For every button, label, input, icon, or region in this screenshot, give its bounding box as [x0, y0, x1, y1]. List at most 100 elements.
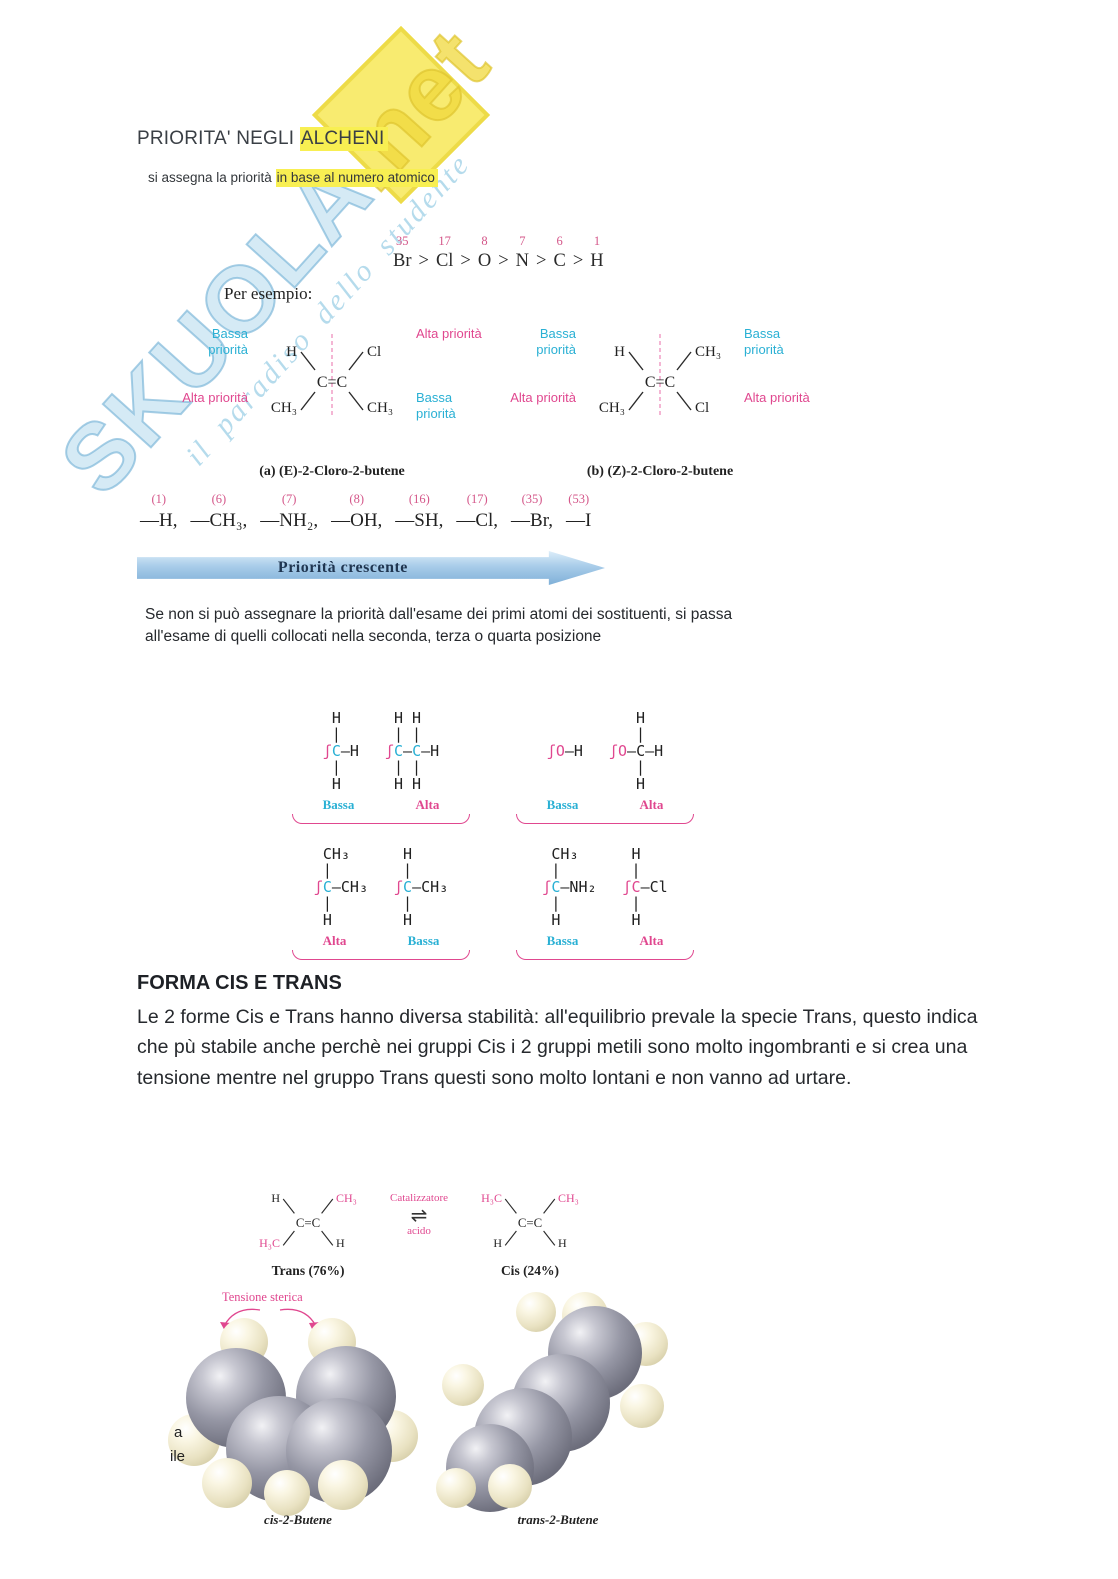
substituent-group: —H,: [140, 510, 178, 531]
atomic-number: 1: [593, 234, 601, 248]
bond-bars: |: [608, 758, 646, 777]
example-label: Per esempio:: [224, 284, 313, 303]
skeletal-structure: C=C H CH₃ CH₃ Cl: [599, 334, 721, 416]
top-atoms: H: [322, 708, 341, 727]
substituent-group: —I: [566, 510, 592, 531]
subtitle: si assegna la priorità in base al numero…: [148, 169, 438, 187]
skeletal-structure: C=C H₃C CH₃ H H: [481, 1191, 579, 1250]
catalyst-word: Catalizzatore: [389, 1192, 449, 1204]
atom: O: [555, 741, 565, 760]
bond-bars: |: [542, 894, 561, 913]
bond-bars: |: [622, 894, 641, 913]
priority-word: Bassa: [322, 797, 355, 812]
substituent-structure: CH₃ | ʃC—NH₂ | H: [542, 846, 596, 929]
atom: —: [403, 741, 413, 760]
atomic-number: 7: [519, 234, 526, 248]
bond-squiggle: ʃ: [608, 741, 618, 760]
atom: C: [394, 741, 404, 760]
top-atoms: CH₃: [542, 844, 579, 863]
atom-label: Cl: [367, 344, 381, 360]
note-paragraph: Se non si può assegnare la priorità dall…: [145, 604, 732, 649]
skeletal-structure: C=C H CH₃ H₃C H: [259, 1191, 357, 1250]
atom: C: [403, 877, 413, 896]
atom-label: H₃C: [259, 1236, 280, 1250]
structure-caption: (a) (E)-2-Cloro-2-butene: [259, 464, 405, 479]
hydrogen-sphere: [620, 1384, 664, 1428]
comparison-pair: H | ʃC—H | H H H | | ʃC—C—H | | H H: [292, 708, 470, 824]
bottom-atoms: H H: [384, 774, 422, 793]
top-atoms: H H: [384, 708, 422, 727]
priority-word: Alta: [415, 797, 440, 812]
atom-label: CH₃: [695, 344, 721, 360]
section-heading: FORMA CIS E TRANS: [137, 972, 342, 994]
element-symbol: C: [553, 251, 566, 271]
hydrogen-sphere: [442, 1364, 484, 1406]
note-line: all'esame di quelli collocati nella seco…: [145, 628, 602, 646]
element-symbol: Br: [393, 251, 412, 271]
margin-fragment: ile: [170, 1448, 186, 1465]
substituent-structure: H | ʃC—CH₃ | H: [394, 846, 448, 929]
hydrogen-sphere: [202, 1458, 252, 1508]
title-highlighted: ALCHENI: [299, 127, 388, 151]
atom-label: CH₃: [336, 1191, 357, 1205]
gt-sign: >: [572, 251, 584, 271]
trans-structure: C=C H CH₃ H₃C H Trans (76%): [243, 1170, 373, 1279]
structure-z-2-cloro-2-butene: Bassa priorità Bassa priorità Alta prior…: [510, 316, 810, 480]
substituent-structure: H | ʃC—Cl | H: [623, 846, 668, 929]
atom-label: CH₃: [558, 1191, 579, 1205]
substituent-structure: H | ʃC—H | H: [323, 710, 359, 793]
structure-caption: Trans (76%): [271, 1263, 345, 1278]
bottom-atoms: H: [542, 910, 561, 929]
priority-word: Alta: [639, 797, 664, 812]
bond-squiggle: ʃ: [622, 877, 632, 896]
bond-bars: |: [313, 894, 332, 913]
top-atoms: H: [608, 708, 646, 727]
group-number: (7): [281, 492, 297, 506]
element-symbol: Cl: [435, 251, 454, 271]
priority-label: Alta priorità: [510, 390, 576, 405]
priority-label: Bassa priorità: [536, 326, 576, 358]
bond-bars: | |: [384, 725, 422, 744]
group-number: (8): [349, 492, 364, 506]
atom: —Cl: [640, 877, 668, 896]
structure-caption: Cis (24%): [500, 1263, 560, 1278]
hydrogen-sphere: [488, 1464, 532, 1508]
subtitle-plain: si assegna la priorità: [148, 170, 276, 185]
atom-label: H: [493, 1236, 502, 1250]
comparison-pair: CH₃ | ʃC—NH₂ | H H | ʃC—Cl | H: [516, 844, 694, 960]
atom: —CH₃: [331, 877, 368, 896]
bond-squiggle: ʃ: [322, 741, 332, 760]
bond-bars: |: [322, 725, 341, 744]
priority-label: Alta priorità: [416, 326, 482, 341]
atom-label: H: [336, 1236, 345, 1250]
comparison-bracket: [292, 814, 470, 824]
arrow-label: Priorità crescente: [277, 559, 408, 576]
substituent-group: —CH₃,: [190, 510, 248, 531]
gt-sign: >: [536, 251, 547, 271]
atom: C: [412, 741, 422, 760]
priority-label: Bassa priorità: [744, 326, 784, 358]
equilibrium-figure: C=C H CH₃ H₃C H Trans (76%) Catalizzator…: [243, 1170, 595, 1279]
substituent-group: —SH,: [395, 510, 444, 531]
atom: C: [636, 741, 646, 760]
atom: —H: [564, 741, 583, 760]
increasing-priority-arrow: Priorità crescente: [137, 551, 605, 585]
priority-label: Alta priorità: [182, 390, 248, 405]
atom-label: Cl: [695, 400, 709, 416]
atom: C: [331, 741, 341, 760]
group-number: (1): [151, 492, 167, 506]
priority-word: Bassa: [546, 933, 579, 948]
bottom-atoms: H: [322, 774, 341, 793]
atom: —H: [340, 741, 359, 760]
structure-caption: (b) (Z)-2-Cloro-2-butene: [586, 464, 734, 479]
atom-label: H₃C: [481, 1191, 502, 1205]
cis-structure: C=C H₃C CH₃ H H Cis (24%): [465, 1170, 595, 1279]
comparison-pair: CH₃ | ʃC—CH₃ | H H | ʃC—CH₃ | H: [292, 844, 470, 960]
substituent-comparison-figure: H | ʃC—H | H H H | | ʃC—C—H | | H H: [292, 708, 694, 980]
priority-word: Bassa: [407, 933, 440, 948]
model-cis-2-butene: [168, 1318, 418, 1516]
top-atoms: H: [622, 844, 641, 863]
equilibrium-arrows-icon: ⇌: [410, 1203, 428, 1228]
double-bond: C=C: [317, 374, 347, 391]
